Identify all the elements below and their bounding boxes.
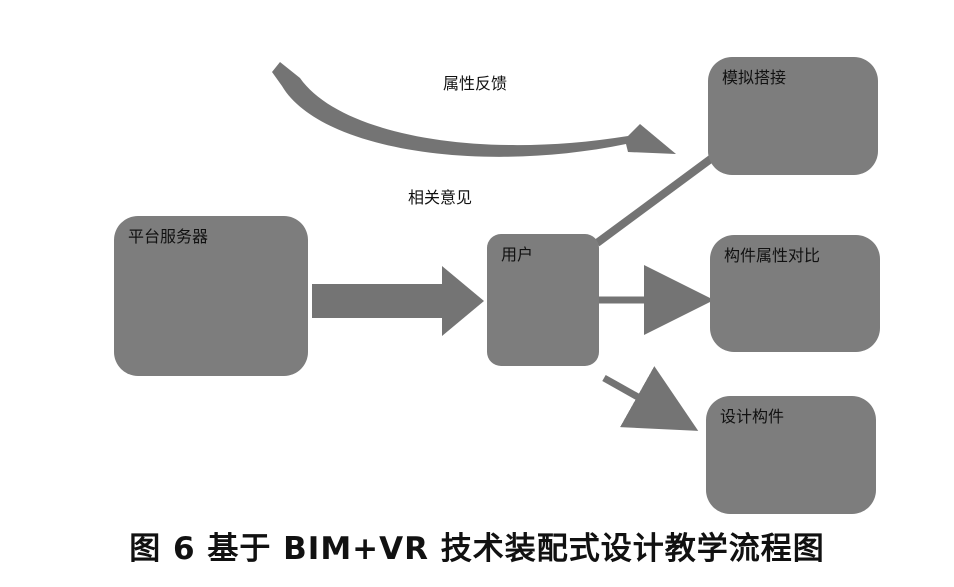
attribute-feedback-curved-arrow bbox=[272, 62, 676, 157]
user-to-simulated-assembly-line bbox=[594, 154, 715, 247]
figure-caption: 图 6 基于 BIM+VR 技术装配式设计教学流程图 bbox=[129, 531, 825, 567]
user-node: 用户 bbox=[487, 234, 599, 366]
platform-server-label: 平台服务器 bbox=[128, 227, 209, 246]
component-attribute-compare-node: 构件属性对比 bbox=[710, 235, 880, 352]
attribute-feedback-label: 属性反馈 bbox=[443, 74, 508, 93]
server-to-user-arrow bbox=[312, 266, 484, 336]
simulated-assembly-node: 模拟搭接 bbox=[708, 57, 878, 175]
user-to-design-component-arrow bbox=[602, 366, 699, 431]
platform-server-node: 平台服务器 bbox=[114, 216, 308, 376]
related-opinions-label: 相关意见 bbox=[408, 188, 473, 207]
design-component-node: 设计构件 bbox=[706, 396, 876, 514]
component-attribute-compare-label: 构件属性对比 bbox=[724, 246, 821, 265]
simulated-assembly-label: 模拟搭接 bbox=[722, 68, 787, 87]
design-component-label: 设计构件 bbox=[720, 407, 785, 426]
user-label: 用户 bbox=[501, 245, 534, 264]
